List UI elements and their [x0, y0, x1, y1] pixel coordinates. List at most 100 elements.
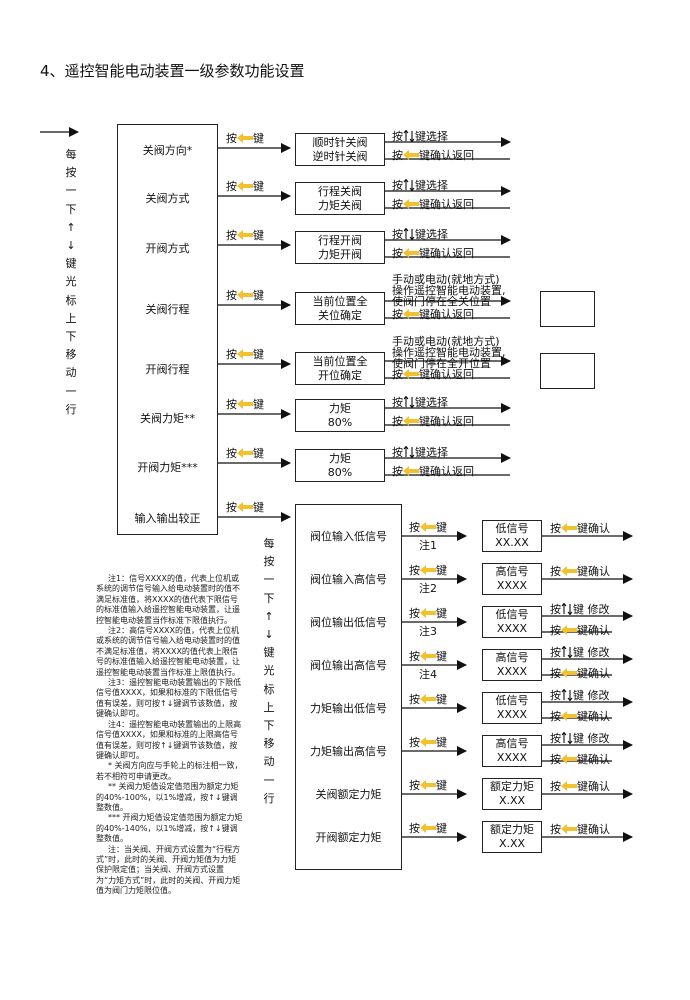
vertical-char: 上 [65, 311, 77, 325]
menu-item-1[interactable]: 关阀方向* [142, 144, 193, 157]
calibration-item-8[interactable]: 开阀额定力矩 [315, 831, 382, 844]
instruction-text: 键确认返回 [419, 368, 474, 381]
menu-item-2[interactable]: 关阀方式 [145, 192, 190, 205]
key-text: 键 [436, 650, 447, 663]
menu-item-4[interactable]: 关阀行程 [145, 303, 190, 316]
vertical-char: ↓ [66, 239, 76, 253]
key-text: 键 [253, 398, 264, 411]
menu-item-6[interactable]: 关阀力矩** [140, 412, 195, 425]
left-vertical-instruction: 每按一下↑↓键光标上下移动一行 [64, 146, 78, 419]
option-box-1[interactable]: 顺时针关阀逆时针关阀 [295, 133, 385, 166]
press-left-key-label: 按键 [226, 289, 264, 302]
option-box-2[interactable]: 行程关阀力矩关阀 [295, 182, 385, 215]
left-arrow-key-icon [403, 369, 419, 379]
vertical-char: 下 [263, 719, 275, 733]
up-down-select-label: 按键选择 [392, 178, 448, 192]
vertical-char: 键 [263, 646, 275, 660]
vertical-char: 一 [263, 573, 275, 587]
press-text: 按 [226, 132, 237, 145]
option-line: 80% [327, 466, 353, 479]
left-arrow-key-icon [403, 466, 419, 476]
press-text: 按 [550, 522, 561, 535]
key-text: 键 [436, 607, 447, 620]
up-down-select-label: 按键选择 [392, 227, 448, 241]
instruction-text: 键选择 [415, 179, 448, 192]
instruction-text: 键 修改 [573, 732, 610, 745]
confirm-label: 按键确认返回 [392, 465, 474, 478]
press-left-key-label: 按键 [409, 564, 447, 577]
instruction-text: 键 修改 [573, 689, 610, 702]
page-title: 4、遥控智能电动装置一级参数功能设置 [40, 62, 305, 80]
press-text: 按 [392, 179, 403, 192]
calibration-item-6[interactable]: 力矩输出高信号 [310, 745, 387, 758]
instruction-text: 键确认 [577, 823, 610, 836]
vertical-char: 光 [263, 664, 275, 678]
left-arrow-key-icon [420, 737, 436, 747]
left-arrow-key-icon [403, 248, 419, 258]
option-box-4[interactable]: 当前位置全关位确定 [295, 292, 385, 325]
menu-item-5[interactable]: 开阀行程 [145, 363, 190, 376]
vertical-char: 动 [65, 366, 77, 380]
value-line: X.XX [498, 794, 526, 807]
option-box-3[interactable]: 行程开阀力矩开阀 [295, 231, 385, 264]
press-left-key-label: 按键 [409, 779, 447, 792]
calibration-item-7[interactable]: 关阀额定力矩 [315, 788, 382, 801]
option-line: 力矩 [329, 402, 351, 415]
key-text: 键 [436, 521, 447, 534]
left-arrow-key-icon [403, 199, 419, 209]
calibration-item-4[interactable]: 阀位输出高信号 [310, 659, 387, 672]
instruction-text: 键选择 [415, 396, 448, 409]
manual-open-instruction: 手动或电动(就地方式) [392, 335, 500, 348]
left-arrow-key-icon [237, 181, 253, 191]
menu-item-3[interactable]: 开阀方式 [145, 242, 190, 255]
confirm-label: 按键确认 [550, 823, 610, 836]
modify-label: 按键 修改 [550, 731, 610, 745]
option-box-5[interactable]: 当前位置全开位确定 [295, 352, 385, 385]
value-line: 高信号 [495, 737, 529, 750]
manual-open-instruction: 操作遥控智能电动装置, [392, 346, 506, 359]
menu-item-7[interactable]: 开阀力矩*** [137, 461, 198, 474]
instruction-text: 键选择 [415, 228, 448, 241]
calibration-item-2[interactable]: 阀位输入高信号 [310, 573, 387, 586]
press-left-key-label: 按键 [409, 650, 447, 663]
value-line: 低信号 [495, 694, 529, 707]
menu-item-8[interactable]: 输入输出较正 [134, 512, 201, 525]
press-text: 按 [409, 822, 420, 835]
up-down-arrow-icon [403, 445, 415, 459]
press-text: 按 [392, 149, 403, 162]
value-line: XX.XX [495, 536, 529, 549]
press-text: 按 [550, 646, 561, 659]
up-down-arrow-icon [403, 395, 415, 409]
calibration-menu-box [295, 504, 402, 870]
left-arrow-key-icon [561, 711, 577, 721]
left-arrow-key-icon [561, 824, 577, 834]
press-text: 按 [226, 348, 237, 361]
note-paragraph-8: 注：当关阀、开阀方式设置为“行程方式”时，此时的关阀、开阀力矩值为力矩保护限定值… [96, 844, 241, 896]
key-text: 键 [436, 779, 447, 792]
calibration-item-1[interactable]: 阀位输入低信号 [310, 530, 387, 543]
left-arrow-key-icon [561, 625, 577, 635]
press-text: 按 [409, 693, 420, 706]
calibration-item-5[interactable]: 力矩输出低信号 [310, 702, 387, 715]
left-arrow-key-icon [237, 133, 253, 143]
value-line: 低信号 [495, 608, 529, 621]
left-arrow-key-icon [237, 399, 253, 409]
left-arrow-key-icon [420, 823, 436, 833]
press-text: 按 [550, 565, 561, 578]
confirm-label: 按键确认返回 [392, 368, 474, 381]
calibration-item-3[interactable]: 阀位输出低信号 [310, 616, 387, 629]
instruction-text: 键确认返回 [419, 149, 474, 162]
press-text: 按 [409, 779, 420, 792]
press-text: 按 [226, 501, 237, 514]
up-down-arrow-icon [403, 227, 415, 241]
